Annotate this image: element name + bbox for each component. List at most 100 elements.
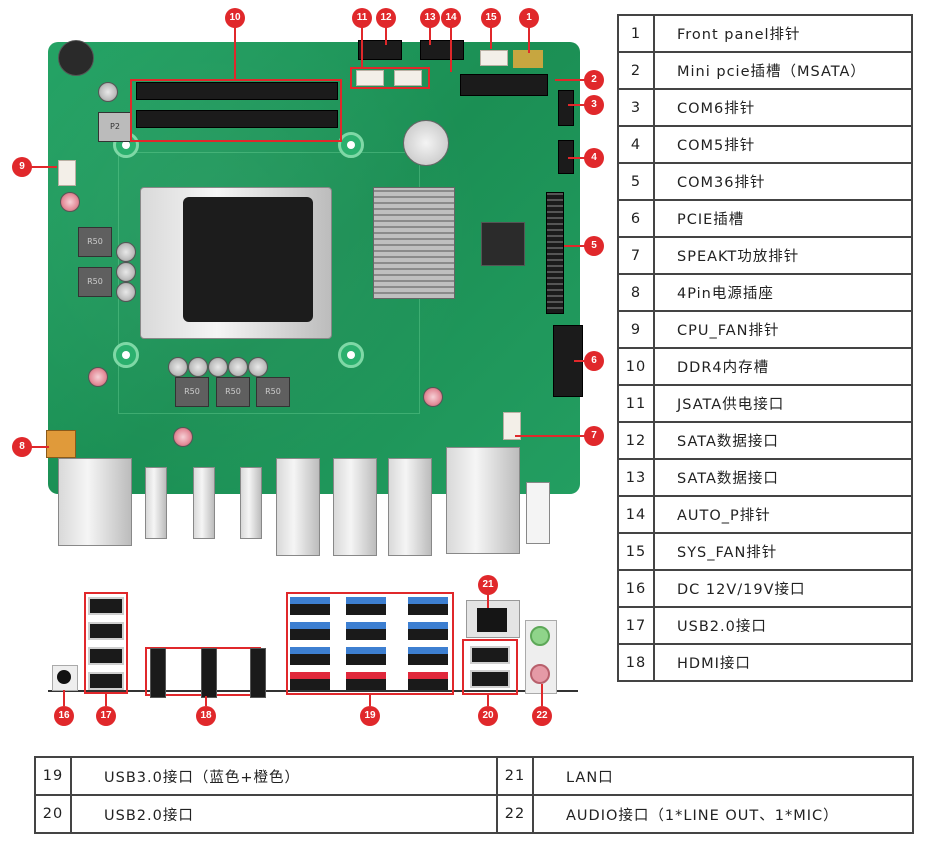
capacitor	[116, 282, 136, 302]
cpu-socket-cover	[183, 197, 313, 322]
legend-label: Mini pcie插槽（MSATA）	[653, 51, 913, 90]
line-out-jack	[530, 626, 550, 646]
leader-line	[568, 157, 585, 159]
leader-line	[369, 695, 371, 706]
capacitor	[173, 427, 193, 447]
capacitor	[208, 357, 228, 377]
ddr4-slot-b	[136, 110, 338, 128]
callout-badge-21: 21	[478, 575, 498, 595]
legend-label: USB2.0接口	[653, 606, 913, 645]
leader-line	[361, 27, 363, 67]
leader-line	[568, 104, 585, 106]
callout-badge-19: 19	[360, 706, 380, 726]
capacitor	[423, 387, 443, 407]
callout-badge-4: 4	[584, 148, 604, 168]
callout-badge-20: 20	[478, 706, 498, 726]
mounting-hole	[338, 342, 364, 368]
com6-header	[558, 90, 574, 126]
capacitor	[228, 357, 248, 377]
capacitor	[188, 357, 208, 377]
leader-line	[385, 27, 387, 45]
callout-badge-9: 9	[12, 157, 32, 177]
buzzer	[58, 40, 94, 76]
sata-power-connector-b	[394, 70, 422, 86]
mounting-hole	[113, 342, 139, 368]
io-legend-number: 19	[34, 756, 72, 796]
legend-label: 4Pin电源插座	[653, 273, 913, 312]
speaker-header	[503, 412, 521, 440]
usb2-port	[88, 597, 124, 615]
ddr4-slot-a	[136, 82, 338, 100]
sys-fan-header	[480, 50, 508, 66]
usb3-orange-port	[346, 672, 386, 690]
mounting-hole	[338, 132, 364, 158]
vrm-inductor: R50	[256, 377, 290, 407]
legend-number: 1	[617, 14, 655, 53]
cpu-fan-header	[58, 160, 76, 186]
legend-label: SPEAKT功放排针	[653, 236, 913, 275]
usb3-blue-port	[290, 622, 330, 640]
dc-jack-hole	[57, 670, 71, 684]
usb2-port	[470, 670, 510, 688]
usb3-blue-port	[408, 597, 448, 615]
vrm-inductor: R50	[78, 267, 112, 297]
board-audio-jack	[526, 482, 550, 544]
capacitor	[116, 242, 136, 262]
callout-badge-12: 12	[376, 8, 396, 28]
legend-label: COM6排针	[653, 88, 913, 127]
leader-line	[234, 27, 236, 80]
leader-line	[429, 27, 431, 45]
vrm-inductor: R50	[216, 377, 250, 407]
legend-number: 15	[617, 532, 655, 571]
com36-header	[546, 192, 564, 314]
callout-badge-11: 11	[352, 8, 372, 28]
capacitor	[88, 367, 108, 387]
callout-badge-14: 14	[441, 8, 461, 28]
legend-label: DC 12V/19V接口	[653, 569, 913, 608]
legend-label: COM5排针	[653, 125, 913, 164]
callout-badge-17: 17	[96, 706, 116, 726]
jsata-highlight	[350, 67, 430, 89]
legend-number: 3	[617, 88, 655, 127]
legend-label: DDR4内存槽	[653, 347, 913, 386]
capacitor	[168, 357, 188, 377]
sata-power-connector-a	[356, 70, 384, 86]
legend-label: AUTO_P排针	[653, 495, 913, 534]
legend-label: SATA数据接口	[653, 458, 913, 497]
io-legend-label: AUDIO接口（1*LINE OUT、1*MIC）	[532, 794, 914, 834]
motherboard-image: P2 R50 R50 R50 R50 R50	[46, 40, 583, 556]
legend-label: SATA数据接口	[653, 421, 913, 460]
io-legend-label: USB3.0接口（蓝色+橙色）	[70, 756, 498, 796]
callout-badge-3: 3	[584, 95, 604, 115]
leader-line	[105, 694, 107, 706]
leader-line	[574, 360, 585, 362]
usb2-pair-highlight	[462, 639, 518, 695]
usb3-blue-port	[290, 597, 330, 615]
leader-line	[487, 594, 489, 608]
dc-jack	[52, 665, 78, 691]
callout-badge-1: 1	[519, 8, 539, 28]
legend-label: JSATA供电接口	[653, 384, 913, 423]
capacitor	[248, 357, 268, 377]
legend-number: 9	[617, 310, 655, 349]
legend-number: 7	[617, 236, 655, 275]
legend-number: 17	[617, 606, 655, 645]
io-legend-label: USB2.0接口	[70, 794, 498, 834]
board-lan-usb-stack	[446, 447, 520, 554]
leader-line	[528, 27, 530, 53]
legend-number: 18	[617, 643, 655, 682]
usb3-blue-port	[346, 622, 386, 640]
legend-number: 6	[617, 199, 655, 238]
legend-number: 2	[617, 51, 655, 90]
leader-line	[564, 245, 585, 247]
chipset-heatsink	[373, 187, 455, 299]
